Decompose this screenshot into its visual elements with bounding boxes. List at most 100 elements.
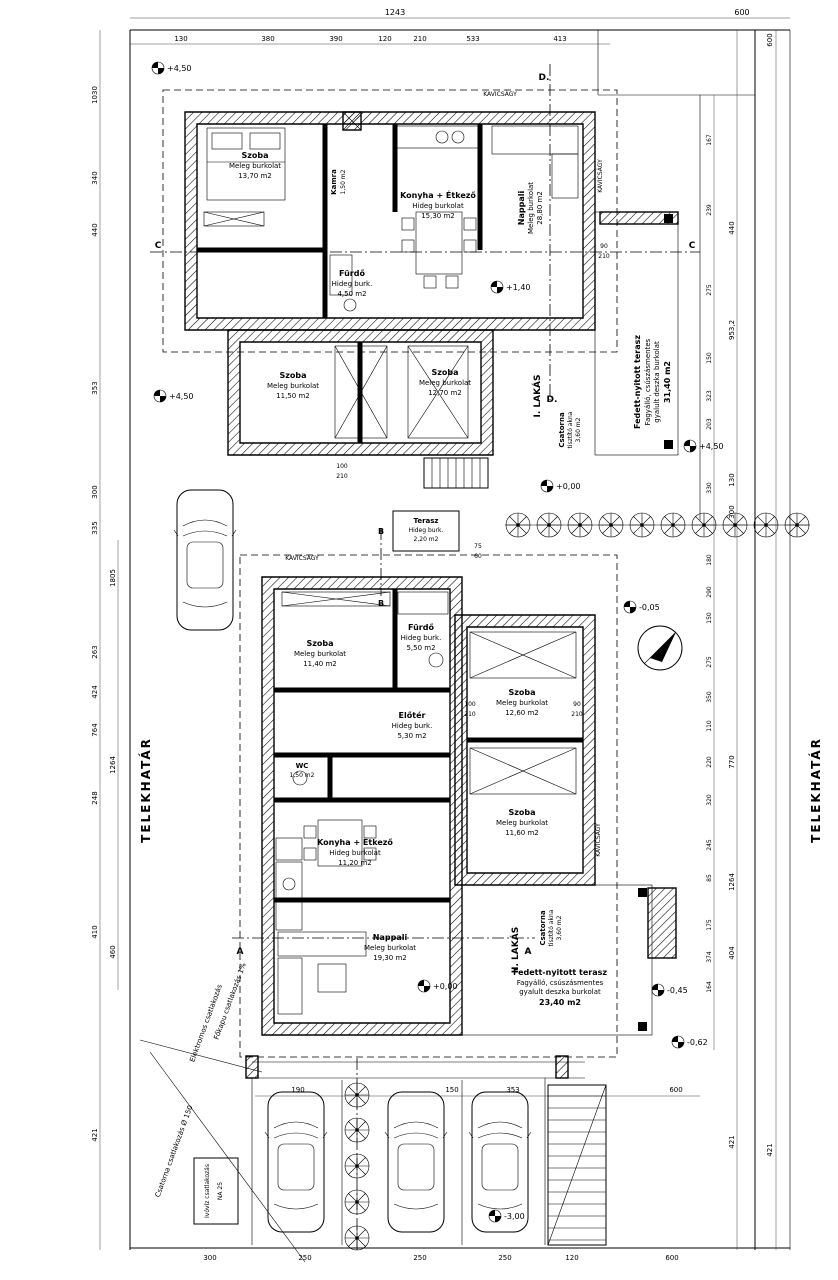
- svg-text:Csatorna: Csatorna: [558, 412, 566, 448]
- dim-label: 421: [728, 1135, 736, 1148]
- dim-label: 440: [728, 221, 736, 234]
- dim-label: 245: [706, 839, 713, 851]
- dim-label: 600: [766, 33, 774, 46]
- section-mark-a: A: [237, 947, 244, 957]
- dim-label: 770: [728, 755, 736, 768]
- level-marker: +1,40: [490, 280, 531, 294]
- svg-text:Hideg burk.: Hideg burk.: [392, 722, 433, 730]
- svg-text:12,60 m2: 12,60 m2: [505, 709, 539, 717]
- svg-text:100: 100: [336, 463, 348, 470]
- svg-text:Meleg burkolat: Meleg burkolat: [419, 379, 471, 387]
- section-mark-a: A: [525, 947, 532, 957]
- dim-label: 600: [669, 1086, 682, 1094]
- door-dim-pair: 100 210: [336, 463, 348, 480]
- dim-label: 180: [706, 554, 713, 566]
- svg-text:Fürdő: Fürdő: [339, 269, 365, 278]
- svg-text:Fagyálló, csúszásmentes: Fagyálló, csúszásmentes: [644, 338, 652, 425]
- unit-label-1: I. LAKÁS: [531, 374, 543, 417]
- dim-label: 1805: [109, 569, 117, 587]
- svg-text:75: 75: [474, 543, 482, 550]
- level-marker: -0,05: [623, 600, 660, 614]
- level-marker: +4,50: [151, 61, 192, 75]
- upper-entry-steps: [423, 457, 489, 489]
- svg-text:11,40 m2: 11,40 m2: [303, 660, 337, 668]
- dim-label: 390: [329, 35, 342, 43]
- svg-text:Meleg burkolat: Meleg burkolat: [294, 650, 346, 658]
- svg-text:-3,00: -3,00: [504, 1212, 525, 1221]
- dim-label: 404: [728, 946, 736, 960]
- dim-label: 130: [174, 35, 187, 43]
- property-boundary-lines: [129, 29, 810, 1250]
- svg-text:210: 210: [464, 711, 476, 718]
- dim-label: 764: [91, 723, 99, 737]
- section-lines: [150, 64, 700, 1250]
- dim-label: 323: [706, 390, 713, 402]
- dim-label: 421: [766, 1143, 774, 1156]
- door-dim-pair: 75 60: [474, 543, 482, 560]
- room-label-u2-konyha: Konyha + Étkező Hideg burkolat 11,20 m2: [317, 836, 393, 867]
- svg-text:Kamra: Kamra: [330, 169, 338, 195]
- svg-text:+0,00: +0,00: [433, 982, 458, 991]
- section-mark-d: D.: [547, 395, 558, 405]
- dim-label: 335: [91, 521, 99, 534]
- level-marker: +0,00: [417, 979, 458, 993]
- water-connection-size: NA 25: [217, 1182, 224, 1200]
- lower-furniture: [275, 591, 577, 1015]
- gravel-label: KAVICSÁGY: [285, 555, 319, 562]
- room-label-u2-akna: Csatorna tisztító akna 3,60 m2: [539, 909, 563, 946]
- svg-text:15,30 m2: 15,30 m2: [421, 212, 455, 220]
- svg-text:90: 90: [573, 701, 581, 708]
- svg-text:60: 60: [474, 553, 482, 560]
- dim-label: 210: [413, 35, 426, 43]
- svg-text:3,60 m2: 3,60 m2: [556, 915, 563, 940]
- room-label-u1-konyha: Konyha + Étkező Hideg burkolat 15,30 m2: [400, 189, 476, 220]
- svg-text:23,40 m2: 23,40 m2: [539, 998, 581, 1007]
- svg-text:Hideg burk.: Hideg burk.: [401, 634, 442, 642]
- svg-text:3,60 m2: 3,60 m2: [575, 417, 582, 442]
- dim-label: 150: [706, 352, 713, 364]
- room-label-u2-nappali: Nappali Meleg burkolat 19,30 m2: [364, 933, 416, 962]
- svg-text:Meleg burkolat: Meleg burkolat: [527, 182, 535, 234]
- dim-label: 263: [91, 645, 99, 658]
- utility-label-sewer: Csatorna csatlakozás Ø 150: [154, 1104, 195, 1198]
- dim-label: 300: [203, 1254, 216, 1262]
- svg-text:4,50 m2: 4,50 m2: [337, 290, 366, 298]
- svg-text:210: 210: [336, 473, 348, 480]
- svg-text:Szoba: Szoba: [279, 371, 306, 380]
- svg-text:11,60 m2: 11,60 m2: [505, 829, 539, 837]
- dim-label: 350: [706, 691, 713, 703]
- svg-text:+4,50: +4,50: [169, 392, 194, 401]
- room-label-u1-terasz: Fedett-nyitott terasz Fagyálló, csúszásm…: [633, 335, 672, 429]
- svg-text:Szoba: Szoba: [431, 368, 458, 377]
- svg-text:Szoba: Szoba: [508, 688, 535, 697]
- dim-label: 150: [445, 1086, 458, 1094]
- dimension-chain-lines: [99, 17, 790, 1250]
- dim-label: 248: [91, 791, 99, 804]
- svg-text:Meleg burkolat: Meleg burkolat: [496, 819, 548, 827]
- dim-label: 380: [261, 35, 274, 43]
- svg-text:Fedett-nyitott terasz: Fedett-nyitott terasz: [513, 968, 607, 977]
- dim-label: 440: [91, 223, 99, 236]
- svg-text:tisztító akna: tisztító akna: [567, 411, 574, 448]
- upper-building-walls: [184, 111, 596, 456]
- svg-text:12,70 m2: 12,70 m2: [428, 389, 462, 397]
- upper-furniture: [203, 125, 579, 439]
- svg-text:11,20 m2: 11,20 m2: [338, 859, 372, 867]
- dim-label: 290: [706, 586, 713, 598]
- dim-label: 275: [706, 284, 713, 296]
- svg-text:+4,50: +4,50: [699, 442, 724, 451]
- dim-label: 239: [706, 204, 713, 216]
- svg-text:210: 210: [571, 711, 583, 718]
- svg-text:1,50 m2: 1,50 m2: [340, 169, 347, 194]
- room-label-u2-furdo: Fürdő Hideg burk. 5,50 m2: [401, 623, 442, 652]
- svg-text:Konyha + Étkező: Konyha + Étkező: [317, 836, 393, 847]
- dim-label: 190: [291, 1086, 304, 1094]
- dim-label: 413: [553, 35, 566, 43]
- boundary-label-left: TELEKHATÁR: [138, 737, 153, 843]
- room-label-u1-szoba1: Szoba Meleg burkolat 13,70 m2: [229, 151, 281, 180]
- svg-text:Fagyálló, csúszásmentes: Fagyálló, csúszásmentes: [517, 979, 604, 987]
- dim-label: 110: [706, 720, 713, 732]
- dim-label: 250: [498, 1254, 511, 1262]
- svg-text:tisztító akna: tisztító akna: [548, 909, 555, 946]
